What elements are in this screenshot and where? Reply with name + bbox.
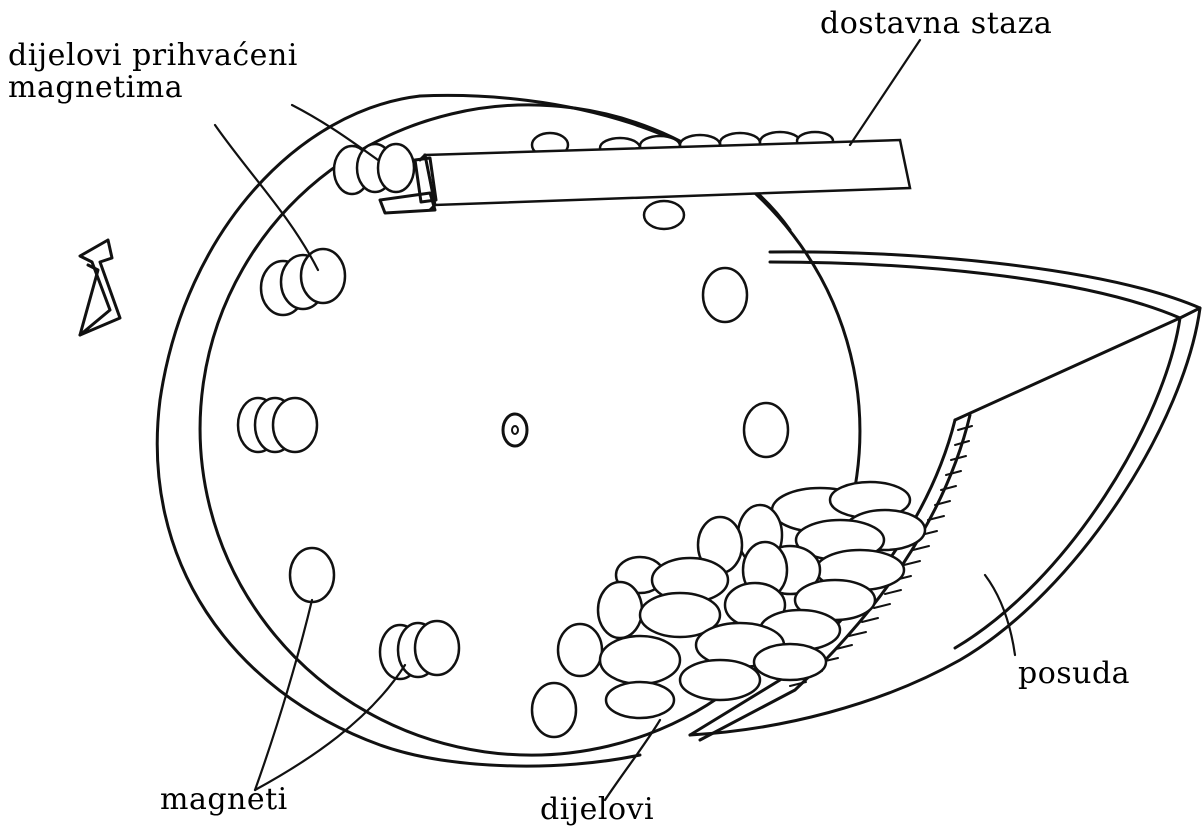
magnet	[532, 683, 576, 737]
leader-magnets	[255, 665, 405, 790]
delivery-track	[380, 132, 910, 213]
magnets-with-parts	[238, 144, 459, 679]
magnet-with-parts	[380, 621, 459, 679]
magnet	[290, 548, 334, 602]
label-delivery-track: dostavna staza	[820, 6, 1052, 42]
label-captured-parts-line1: dijelovi prihvaćeni	[8, 38, 298, 74]
leader-delivery-track	[850, 40, 920, 145]
label-bowl: posuda	[1018, 656, 1130, 692]
magnet-with-parts	[238, 398, 317, 452]
magnet	[744, 403, 788, 457]
parts-pile	[558, 482, 925, 718]
label-captured-parts-line2: magnetima	[8, 70, 183, 106]
rotation-arrow-icon	[80, 240, 120, 335]
magnet-with-parts	[334, 144, 414, 194]
label-magnets: magneti	[160, 782, 288, 818]
magnet	[703, 268, 747, 322]
magnet-with-parts	[261, 249, 345, 315]
leader-captured-parts	[292, 105, 378, 160]
magnet	[644, 201, 684, 229]
label-parts: dijelovi	[540, 792, 654, 828]
